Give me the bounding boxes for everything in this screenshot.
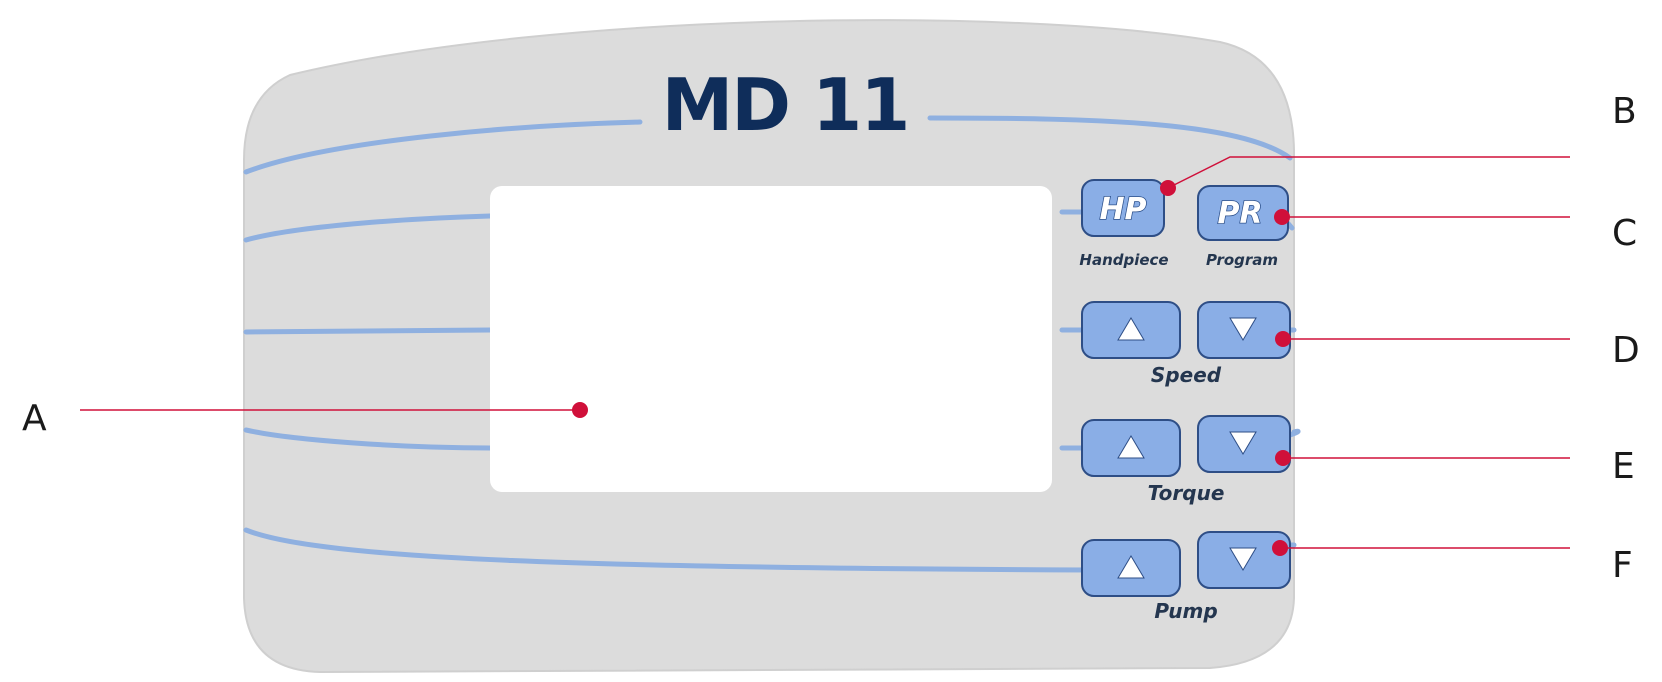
speed-label: Speed — [1151, 363, 1222, 387]
handpiece-key-label: HP — [1099, 192, 1146, 227]
callout-label-f: F — [1612, 545, 1633, 586]
handpiece-caption: Handpiece — [1079, 251, 1168, 269]
program-key[interactable]: PR — [1197, 185, 1289, 241]
torque-label: Torque — [1148, 481, 1225, 505]
pump-down-arrow-icon — [1229, 547, 1257, 571]
callout-dot-e — [1275, 450, 1291, 466]
speed-up-arrow-icon — [1117, 317, 1145, 341]
speed-down-key[interactable] — [1197, 301, 1291, 359]
pump-label: Pump — [1154, 599, 1217, 623]
callout-label-d: D — [1612, 330, 1640, 371]
callout-label-b: B — [1612, 91, 1637, 132]
callout-label-c: C — [1612, 213, 1637, 254]
lcd-screen — [490, 186, 1052, 492]
callout-label-e: E — [1612, 446, 1635, 487]
torque-up-key[interactable] — [1081, 419, 1181, 477]
callout-line-b — [1167, 156, 1570, 189]
torque-down-arrow-icon — [1229, 431, 1257, 455]
groove-4-left — [243, 427, 493, 451]
groove-top-right — [927, 115, 1293, 161]
callout-dot-a — [572, 402, 588, 418]
callout-dot-c — [1274, 209, 1290, 225]
groove-3-left — [243, 327, 493, 335]
pump-down-key[interactable] — [1197, 531, 1291, 589]
groove-2-left — [243, 213, 493, 243]
pump-up-arrow-icon — [1117, 555, 1145, 579]
groove-4-right-b — [1287, 428, 1301, 438]
pump-up-key[interactable] — [1081, 539, 1181, 597]
speed-up-key[interactable] — [1081, 301, 1181, 359]
brand-logo: MD 11 — [662, 63, 909, 147]
callout-dots — [572, 180, 1291, 556]
program-key-label: PR — [1217, 196, 1262, 231]
groove-5 — [243, 527, 1093, 573]
callout-lines — [80, 156, 1570, 549]
callout-dot-d — [1275, 331, 1291, 347]
handpiece-key[interactable]: HP — [1081, 179, 1165, 237]
speed-down-arrow-icon — [1229, 317, 1257, 341]
groove-top-left — [243, 119, 643, 175]
torque-up-arrow-icon — [1117, 435, 1145, 459]
program-caption: Program — [1206, 251, 1278, 269]
callout-dot-b — [1160, 180, 1176, 196]
callout-dot-f — [1272, 540, 1288, 556]
torque-down-key[interactable] — [1197, 415, 1291, 473]
callout-label-a: A — [22, 398, 47, 439]
